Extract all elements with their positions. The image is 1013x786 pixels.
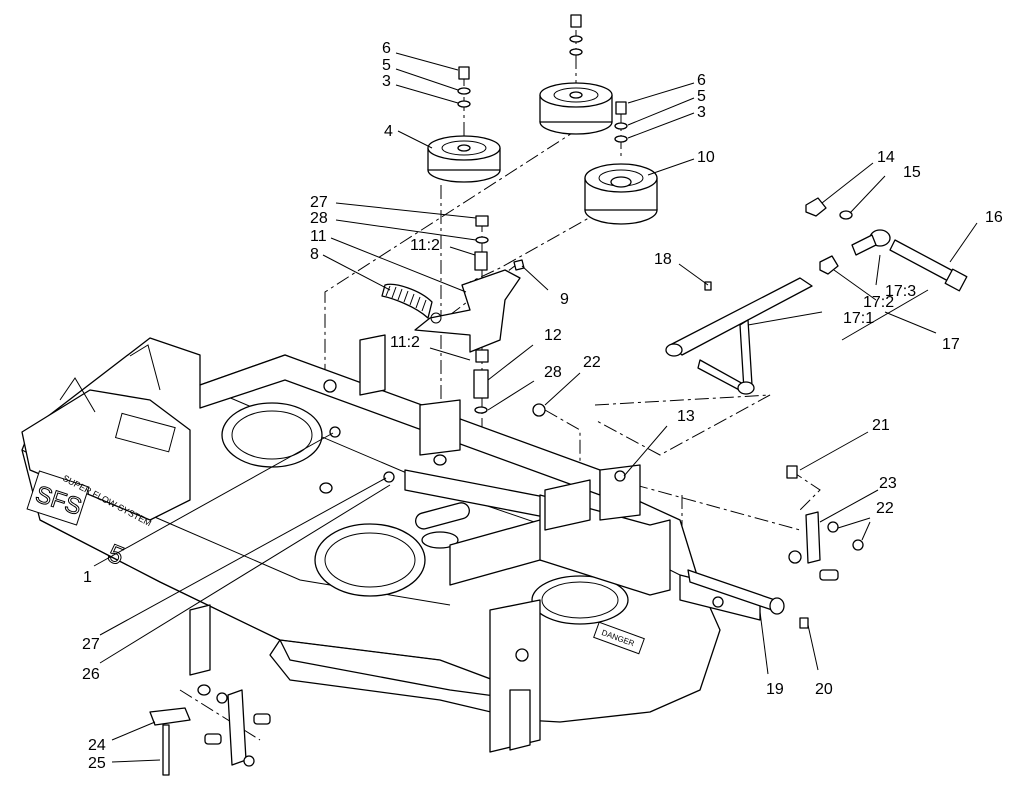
callout-8: 8 (310, 246, 319, 263)
callout-21: 21 (872, 417, 890, 434)
callout-23: 23 (879, 475, 897, 492)
callout-25: 25 (88, 755, 106, 772)
callout-labels: 6 5 3 4 6 5 3 10 27 28 11:2 11 8 9 14 15… (82, 40, 1003, 772)
callout-26: 26 (82, 666, 100, 683)
tube-frame-17 (665, 277, 813, 395)
pulley-10 (584, 163, 658, 225)
rod-assembly-16 (805, 197, 968, 292)
hardware-top-center (569, 14, 583, 56)
lower-left-hardware (149, 684, 271, 776)
callout-22-upper: 22 (583, 354, 601, 371)
callout-1: 1 (83, 569, 92, 586)
callout-22-lower: 22 (876, 500, 894, 517)
hardware-top-right (614, 101, 628, 143)
callout-28-upper: 28 (310, 210, 328, 227)
spring-8 (381, 283, 442, 324)
callout-17-1: 17:1 (843, 310, 874, 327)
callout-6-top-right: 6 (697, 72, 706, 89)
callout-5-top-right: 5 (697, 88, 706, 105)
pulley-upper (539, 82, 613, 135)
callout-27-upper: 27 (310, 194, 328, 211)
callout-28-lower: 28 (544, 364, 562, 381)
callout-12: 12 (544, 327, 562, 344)
callout-18: 18 (654, 251, 672, 268)
callout-10: 10 (697, 149, 715, 166)
callout-3-top-right: 3 (697, 104, 706, 121)
callout-27-lower: 27 (82, 636, 100, 653)
callout-14: 14 (877, 149, 895, 166)
callout-9: 9 (560, 291, 569, 308)
callout-20: 20 (815, 681, 833, 698)
callout-15: 15 (903, 164, 921, 181)
callout-24: 24 (88, 737, 106, 754)
callout-16: 16 (985, 209, 1003, 226)
lower-right-hardware (687, 465, 864, 629)
callout-17-3: 17:3 (885, 283, 916, 300)
callout-11-2-lower: 11:2 (390, 334, 420, 351)
callout-3-top-left: 3 (382, 73, 391, 90)
hardware-top-left (457, 66, 471, 108)
callout-6-top-left: 6 (382, 40, 391, 57)
mower-deck: DANGER SFS SUPER FLOW SYSTEM 5 (21, 334, 761, 753)
callout-11-2-upper: 11:2 (410, 237, 440, 254)
idler-arm-assembly (414, 215, 525, 414)
deck-fasteners (319, 379, 626, 662)
callout-19: 19 (766, 681, 784, 698)
pulley-4 (427, 135, 501, 183)
callout-leader-lines (93, 52, 978, 763)
callout-5-top-left: 5 (382, 57, 391, 74)
callout-17-2: 17:2 (863, 294, 894, 311)
callout-11: 11 (310, 228, 327, 245)
callout-4: 4 (384, 123, 393, 140)
callout-13: 13 (677, 408, 695, 425)
callout-17: 17 (942, 336, 960, 353)
